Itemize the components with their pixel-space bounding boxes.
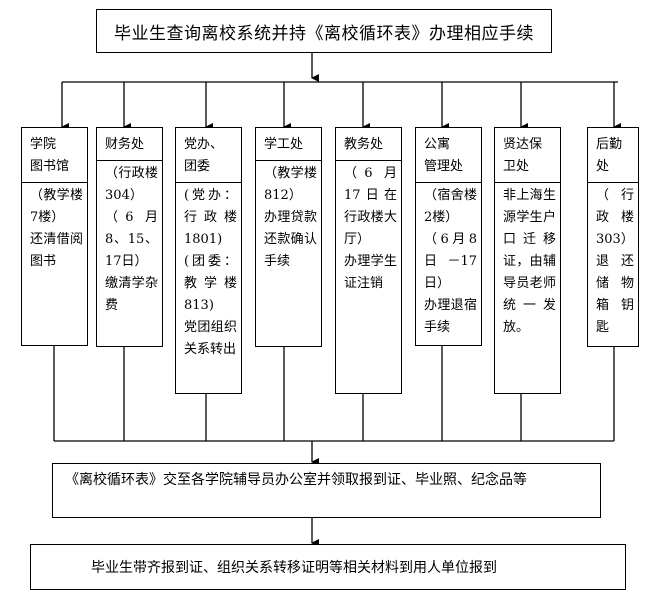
dept-detail: （行政楼304） （6 月8、15、17日） 缴清学杂费 [105,166,158,313]
divider [495,182,560,183]
dept-name: 学院 图书馆 [30,137,70,174]
step3-box: 毕业生带齐报到证、组织关系转移证明等相关材料到用人单位报到 [30,544,626,590]
dept-detail: （宿舍楼2楼） （6月8日－17日） 办理退宿手续 [424,188,477,335]
dept-detail: （6 月17日在行政楼大厅） 办理学生证注销 [344,166,397,291]
divider [176,182,241,183]
dept-box-academic: 教务处 （6 月17日在行政楼大厅） 办理学生证注销 [335,127,402,394]
divider [336,160,401,161]
dept-detail: （教学楼812） 办理贷款还款确认手续 [264,166,317,269]
step2-box: 《离校循环表》交至各学院辅导员办公室并领取报到证、毕业照、纪念品等 [52,463,601,518]
dept-box-logistics: 后勤 处 （行政楼303） 退还储物箱钥匙 [587,127,639,347]
dept-detail: (党办：行政楼1801) (团委：教学楼813) 党团组织关系转出 [184,188,237,357]
dept-name: 学工处 [264,137,304,152]
dept-name: 教务处 [344,137,384,152]
step2-text: 《离校循环表》交至各学院辅导员办公室并领取报到证、毕业照、纪念品等 [65,472,527,488]
dept-name: 财务处 [105,137,145,152]
divider [22,182,87,183]
dept-box-dorm: 公寓 管理处 （宿舍楼2楼） （6月8日－17日） 办理退宿手续 [415,127,482,346]
step3-text: 毕业生带齐报到证、组织关系转移证明等相关材料到用人单位报到 [91,560,497,576]
dept-box-security: 贤达保 卫处 非上海生源学生户口迁移证，由辅导员老师统一发放。 [494,127,561,394]
divider [256,160,321,161]
dept-box-library: 学院 图书馆 （教学楼7楼） 还清借阅图书 [21,127,88,346]
dept-name: 贤达保 卫处 [503,137,543,174]
divider [97,160,162,161]
dept-name: 后勤 处 [596,137,623,174]
dept-detail: （行政楼303） 退还储物箱钥匙 [596,188,634,335]
divider [416,182,481,183]
dept-detail: 非上海生源学生户口迁移证，由辅导员老师统一发放。 [503,188,556,335]
divider [588,182,638,183]
dept-box-finance: 财务处 （行政楼304） （6 月8、15、17日） 缴清学杂费 [96,127,163,347]
dept-box-student-affairs: 学工处 （教学楼812） 办理贷款还款确认手续 [255,127,322,347]
dept-detail: （教学楼7楼） 还清借阅图书 [30,188,83,269]
dept-box-party: 党办、 团委 (党办：行政楼1801) (团委：教学楼813) 党团组织关系转出 [175,127,242,394]
dept-name: 公寓 管理处 [424,137,464,174]
dept-name: 党办、 团委 [184,137,224,174]
top-process-box: 毕业生查询离校系统并持《离校循环表》办理相应手续 [96,9,552,53]
top-process-text: 毕业生查询离校系统并持《离校循环表》办理相应手续 [114,23,534,44]
